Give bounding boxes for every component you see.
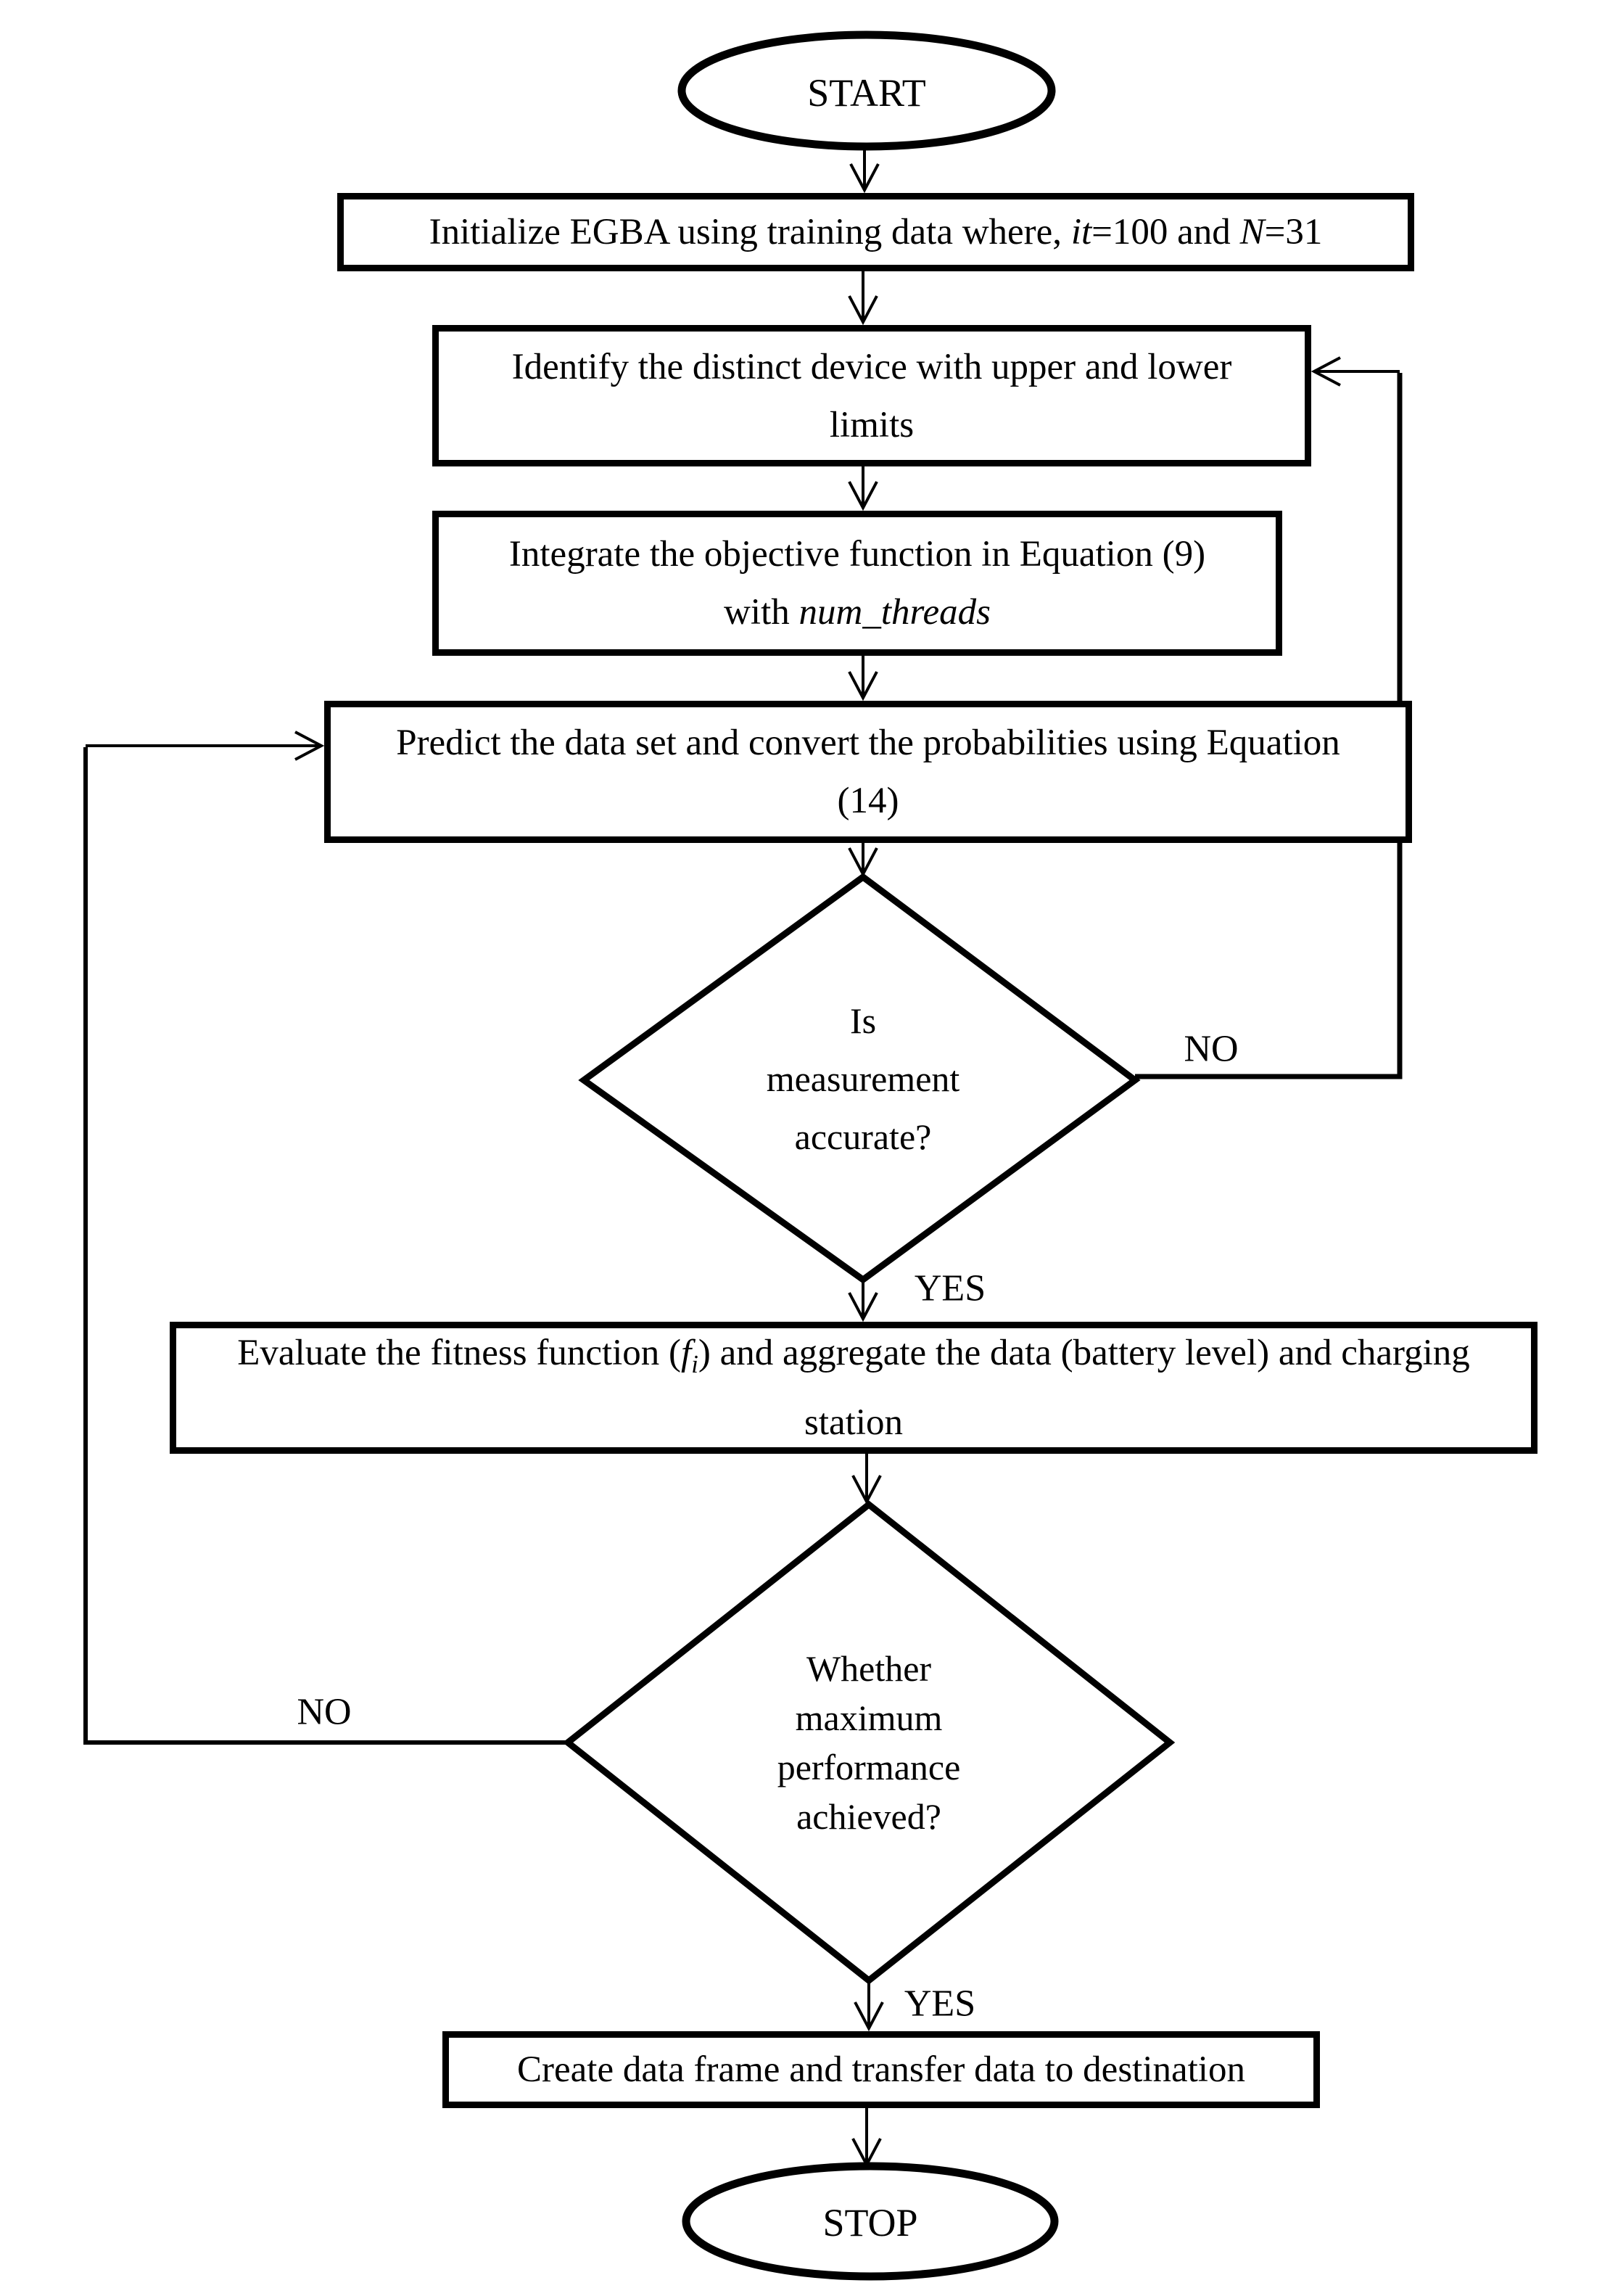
edge-label-measurement-no: NO bbox=[1184, 1028, 1239, 1070]
process-predict: Predict the data set and convert the pro… bbox=[324, 701, 1412, 843]
stop-terminator-shape bbox=[682, 2162, 1059, 2281]
arrow-measurement-yes-to-evaluate bbox=[848, 1280, 878, 1322]
stop-label: STOP bbox=[822, 2201, 918, 2244]
process-create-frame: Create data frame and transfer data to d… bbox=[442, 2031, 1320, 2108]
arrow-initialize-to-identify bbox=[848, 271, 878, 326]
arrow-identify-to-integrate bbox=[848, 466, 878, 511]
arrow-create-to-stop bbox=[851, 2108, 882, 2168]
arrow-evaluate-to-performance bbox=[851, 1454, 882, 1505]
edge-performance-no-loop bbox=[83, 731, 568, 1745]
process-initialize: Initialize EGBA using training data wher… bbox=[337, 193, 1414, 271]
edge-label-performance-yes: YES bbox=[904, 1983, 976, 2025]
arrow-start-to-initialize bbox=[849, 147, 880, 194]
process-evaluate: Evaluate the fitness function (fi) and a… bbox=[170, 1322, 1537, 1454]
start-label: START bbox=[807, 71, 926, 115]
process-integrate: Integrate the objective function in Equa… bbox=[432, 511, 1282, 656]
edge-label-measurement-yes: YES bbox=[914, 1267, 986, 1309]
arrow-predict-to-measurement bbox=[848, 843, 878, 878]
edge-label-performance-no: NO bbox=[297, 1691, 352, 1733]
arrow-performance-yes-to-create bbox=[854, 1980, 884, 2032]
arrow-integrate-to-predict bbox=[848, 656, 878, 701]
edge-measurement-no-loop bbox=[1135, 356, 1403, 1079]
start-terminator-shape bbox=[677, 30, 1056, 151]
process-identify: Identify the distinct device with upper … bbox=[432, 325, 1311, 466]
